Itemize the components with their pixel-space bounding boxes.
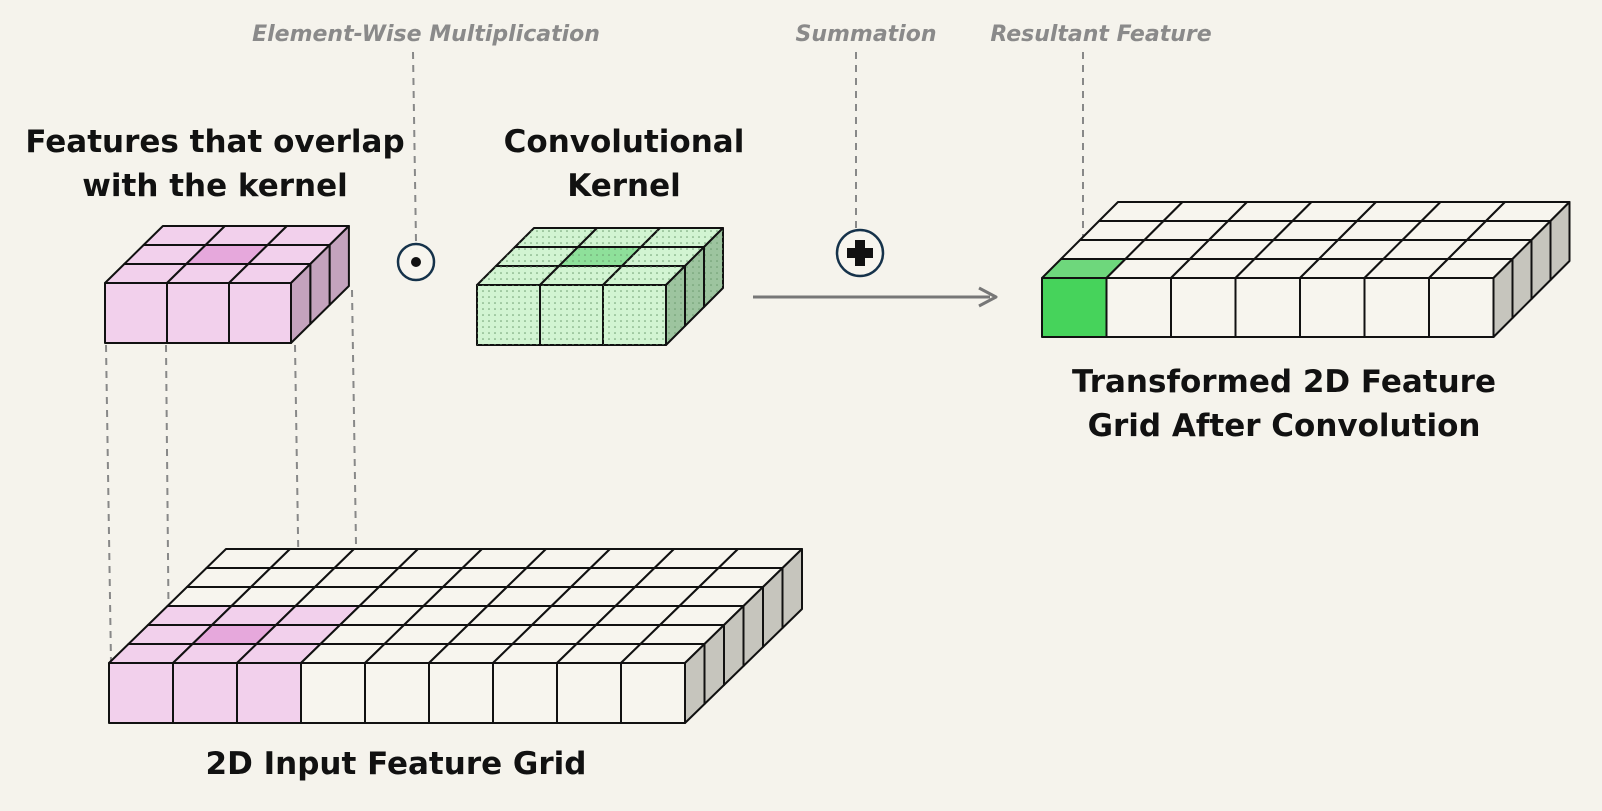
- circled-plus-icon: [835, 228, 885, 278]
- front-cell: [1234, 277, 1301, 338]
- front-cell: [556, 662, 622, 724]
- front-cell: [1299, 277, 1366, 338]
- top-cell-texture: [559, 247, 641, 266]
- top-cell-texture: [496, 247, 578, 266]
- top-cell-texture: [540, 266, 622, 285]
- input-feature-grid: [108, 548, 803, 724]
- top-cell-texture: [603, 266, 685, 285]
- guide-lines: [105, 51, 1084, 663]
- input-grid-title: 2D Input Feature Grid: [206, 746, 587, 782]
- front-cell: [1363, 277, 1430, 338]
- top-cell-texture: [622, 247, 704, 266]
- multiply-leader-line: [412, 51, 417, 243]
- top-cell-texture: [641, 228, 723, 247]
- front-cell: [166, 282, 230, 344]
- front-cell-texture: [540, 285, 603, 345]
- side-cell-texture: [704, 228, 723, 307]
- front-cell: [364, 662, 430, 724]
- front-cell: [1041, 277, 1108, 338]
- side-cell-texture: [685, 247, 704, 326]
- output-title-line2: Grid After Convolution: [1088, 408, 1481, 444]
- arrow-right-icon: [753, 286, 998, 308]
- top-cell-texture: [515, 228, 597, 247]
- projection-line: [105, 344, 112, 663]
- circled-dot-icon: [396, 242, 436, 282]
- front-cell: [1170, 277, 1237, 338]
- top-cell-texture: [477, 266, 559, 285]
- output-title-line1: Transformed 2D Feature: [1072, 364, 1496, 400]
- front-cell: [172, 662, 238, 724]
- front-cell: [428, 662, 494, 724]
- front-cell: [300, 662, 366, 724]
- overlap-feature-block: [104, 225, 350, 344]
- side-cell-texture: [666, 266, 685, 345]
- overlap-title-line2: with the kernel: [82, 168, 347, 204]
- front-cell: [1105, 277, 1172, 338]
- front-cell: [236, 662, 302, 724]
- top-cell-texture: [578, 228, 660, 247]
- multiply-annotation: Element-Wise Multiplication: [252, 22, 600, 47]
- summation-annotation: Summation: [795, 22, 936, 47]
- convolutional-kernel-block: [476, 227, 724, 346]
- kernel-title-line1: Convolutional: [504, 124, 745, 160]
- overlap-title-line1: Features that overlap: [25, 124, 404, 160]
- front-cell: [108, 662, 174, 724]
- output-feature-grid: [1041, 201, 1571, 338]
- front-cell: [492, 662, 558, 724]
- front-cell: [620, 662, 686, 724]
- front-cell-texture: [477, 285, 540, 345]
- result-annotation: Resultant Feature: [990, 22, 1211, 47]
- kernel-title-line2: Kernel: [567, 168, 681, 204]
- front-cell-texture: [603, 285, 666, 345]
- front-cell: [104, 282, 168, 344]
- front-cell: [1428, 277, 1495, 338]
- front-cell: [228, 282, 292, 344]
